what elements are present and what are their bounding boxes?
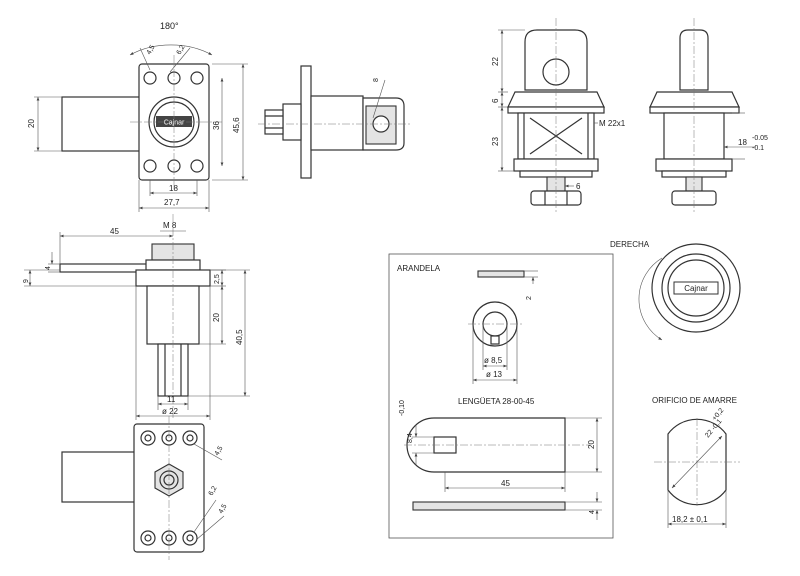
orificio-title: ORIFICIO DE AMARRE [652, 396, 737, 405]
side-flange [649, 106, 740, 114]
parts-frame [388, 253, 614, 539]
logo-text: Cajnar [164, 120, 185, 127]
washer-side [477, 270, 525, 278]
rotation-label: 180° [160, 21, 179, 31]
dim-27-7: 27,7 [164, 198, 180, 207]
dim-9: 9 [23, 279, 30, 283]
dim-6-bottom: 6 [576, 182, 581, 191]
thread-callout: M 22x1 [599, 119, 626, 128]
view-front-flange: 180° Cajnar 4,5 6,2 20 36 45,6 [27, 21, 248, 212]
dim-rear-6-2: 6,2 [208, 485, 219, 497]
dim-washer-8-5: ø 8,5 [484, 356, 503, 365]
view-side-threaded: 18 -0.05 -0.1 [649, 18, 768, 214]
dim-23: 23 [491, 137, 500, 146]
dim-45: 45 [110, 227, 119, 236]
arandela-title: ARANDELA [397, 264, 441, 273]
dim-40-5: 40,5 [235, 329, 244, 345]
view-section-left: 45 M 8 4 9 2,5 20 40,5 11 ø 22 [23, 214, 250, 420]
dim-rear-4-5b: 4,5 [218, 503, 229, 515]
tol-val: 8,4 [407, 433, 414, 443]
view-orificio: ORIFICIO DE AMARRE 22 -0,1 +0,2 18,2 ± 0… [652, 396, 740, 528]
dim-20-section: 20 [212, 313, 221, 322]
tol-lower: -0.1 [752, 145, 764, 152]
derecha-title: DERECHA [610, 240, 650, 249]
dim-11: 11 [167, 395, 176, 404]
dim-tongue-45: 45 [501, 479, 510, 488]
dim-m8: M 8 [163, 221, 177, 230]
dim-18: 18 [169, 184, 178, 193]
side-collar [282, 103, 302, 141]
dim-22: 22 [491, 57, 500, 66]
derecha-arrow [638, 257, 663, 341]
tongue-side [412, 501, 566, 511]
rotation-arc [129, 44, 213, 56]
dim-tongue-4: 4 [589, 510, 596, 514]
side-plate [300, 65, 312, 179]
dim-36: 36 [212, 121, 221, 130]
dim-4: 4 [45, 266, 52, 270]
derecha-logo: Cajnar [684, 284, 708, 293]
dim-dia-22: ø 22 [162, 407, 179, 416]
dim-20: 20 [27, 119, 36, 128]
dim-6: 6 [491, 98, 500, 103]
lengueta-title: LENGÜETA 28-00-45 [458, 397, 535, 406]
lever-arm [61, 96, 141, 152]
parts-box: ARANDELA 2 ø 8,5 ø 13 LENGÜETA 28-00-45 … [388, 253, 614, 539]
view-front-threaded: 22 6 23 M 22x1 6 [491, 18, 626, 214]
view-side-small: 8 [258, 65, 412, 179]
dim-rear-4-5a: 4,5 [214, 445, 225, 457]
dim-2-5: 2,5 [214, 274, 221, 284]
dim-45-6: 45,6 [232, 117, 241, 133]
tol-upper: -0.05 [752, 135, 768, 142]
dim-orificio-18-2: 18,2 ± 0,1 [672, 515, 708, 524]
side-nut [264, 109, 284, 135]
tol-top: 0 [399, 400, 406, 404]
dim-8: 8 [373, 78, 380, 82]
dim-4-5: 4,5 [146, 44, 157, 56]
dim-washer-13: ø 13 [486, 370, 503, 379]
view-rear: 4,5 6,2 4,5 [61, 416, 229, 560]
tol-bottom: -0,1 [399, 404, 406, 416]
dim-orificio-02: +0,2 [711, 407, 725, 422]
view-derecha: DERECHA Cajnar [610, 240, 741, 341]
dim-18-side: 18 [738, 138, 747, 147]
dim-washer-2: 2 [526, 296, 533, 300]
side-body [310, 95, 364, 151]
dim-tongue-20: 20 [587, 440, 596, 449]
dim-6-2: 6,2 [176, 44, 187, 56]
